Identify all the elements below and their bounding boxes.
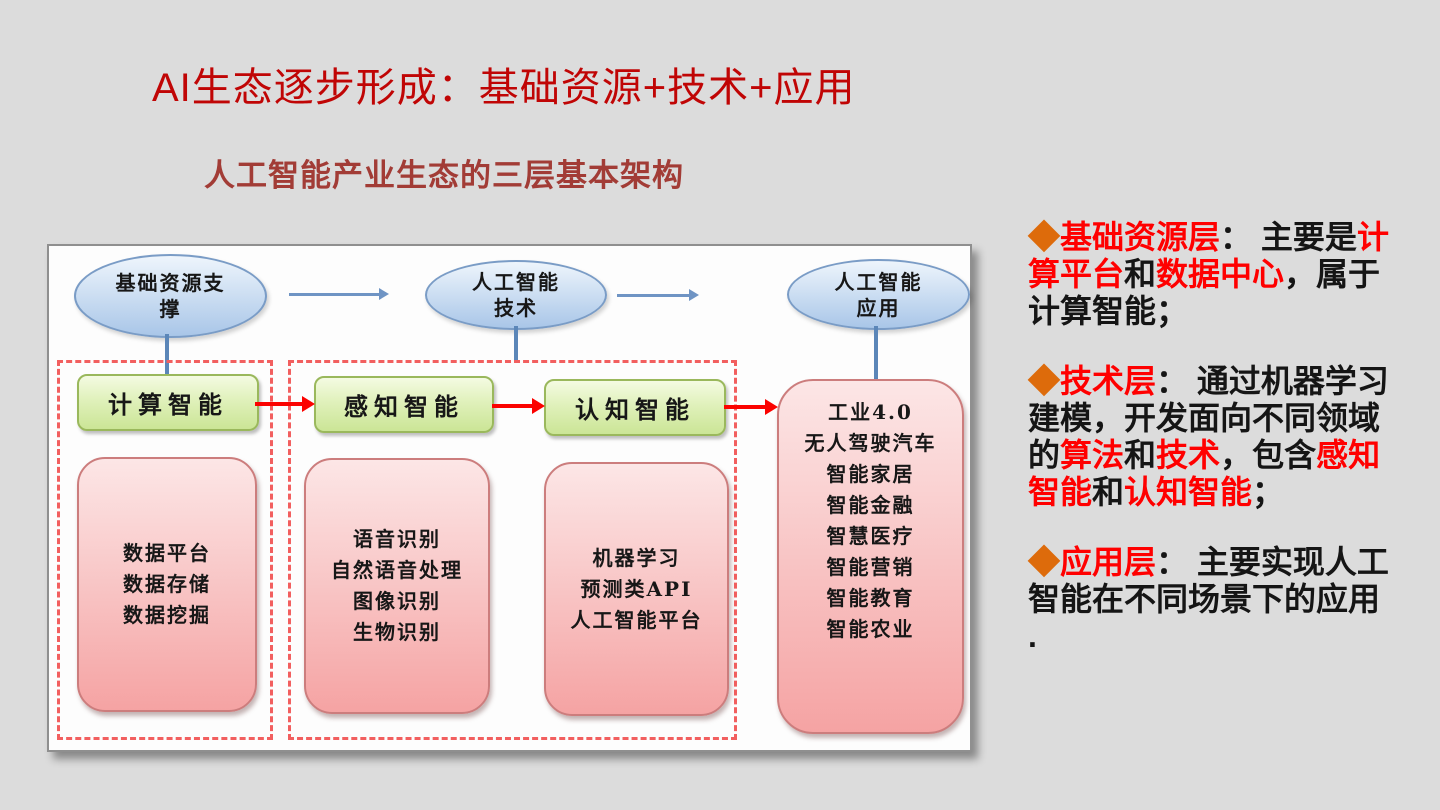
arrow-head: [532, 398, 545, 414]
red-arrow-computational-to-perceptual-icon: [255, 396, 315, 412]
ellipse-ai-application-label: 人工智能 应用: [834, 269, 923, 320]
architecture-diagram-panel: 基础资源支 撑 人工智能 技术 人工智能 应用 计算智能 感知智能 认知智能: [47, 244, 972, 752]
slide-subtitle: 人工智能产业生态的三层基本架构: [204, 158, 684, 193]
arrow-shaft: [492, 404, 532, 408]
ellipse-basic-resource-support: 基础资源支 撑: [74, 254, 267, 338]
bullet-technology-layer: ◆技术层： 通过机器学习建模，开发面向不同领域的算法和技术，包含感知智能和认知智…: [1028, 363, 1389, 510]
ellipse-basic-resource-support-label: 基础资源支 撑: [115, 271, 226, 321]
pink-box-cognition-technologies: 机器学习 预测类API 人工智能平台: [544, 462, 729, 716]
pink-box-application-scenarios: 工业4.0 无人驾驶汽车 智能家居 智能金融 智慧医疗 智能营销 智能教育 智能…: [777, 379, 964, 734]
red-arrow-cognitive-to-application-icon: [724, 399, 778, 415]
ellipse-ai-technology-label: 人工智能 技术: [472, 270, 560, 320]
ellipse-ai-application: 人工智能 应用: [787, 259, 970, 330]
arrow-shaft: [724, 405, 765, 409]
notes-panel: ◆基础资源层： 主要是计算平台和数据中心，属于计算智能； ◆技术层： 通过机器学…: [1028, 219, 1426, 688]
dashed-box-basic-resource-layer: [57, 360, 273, 740]
pink-box-perception-technologies: 语音识别 自然语音处理 图像识别 生物识别: [304, 458, 490, 714]
connector-application-to-layer: [874, 326, 878, 381]
dashed-box-technology-layer: [288, 360, 737, 740]
arrow-shaft: [289, 292, 379, 296]
slide-title: AI生态逐步形成：基础资源+技术+应用: [152, 66, 856, 110]
connector-resources-to-layer: [165, 334, 169, 378]
pink-box-cognition-technologies-items: 机器学习 预测类API 人工智能平台: [570, 545, 703, 632]
pink-box-application-scenarios-items: 工业4.0 无人驾驶汽车 智能家居 智能金融 智慧医疗 智能营销 智能教育 智能…: [804, 400, 937, 641]
arrow-shaft: [617, 293, 689, 297]
blue-arrow-resources-to-technology-icon: [289, 287, 389, 301]
red-arrow-perceptual-to-cognitive-icon: [492, 398, 545, 414]
arrow-head: [379, 288, 389, 300]
bullet-application-layer: ◆应用层： 主要实现人工智能在不同场景下的应用.: [1028, 544, 1389, 654]
ellipse-ai-technology: 人工智能 技术: [425, 260, 607, 330]
pink-box-data-resources: 数据平台 数据存储 数据挖掘: [77, 457, 257, 712]
green-box-cognitive-intelligence: 认知智能: [544, 379, 726, 436]
pink-box-data-resources-items: 数据平台 数据存储 数据挖掘: [123, 541, 211, 627]
green-box-computational-intelligence: 计算智能: [77, 374, 259, 431]
arrow-head: [689, 289, 699, 301]
arrow-head: [765, 399, 778, 415]
bullet-basic-resource-layer: ◆基础资源层： 主要是计算平台和数据中心，属于计算智能；: [1028, 219, 1389, 329]
connector-technology-to-layer: [514, 326, 518, 362]
green-box-perceptual-intelligence: 感知智能: [314, 376, 494, 433]
arrow-shaft: [255, 402, 302, 406]
pink-box-perception-technologies-items: 语音识别 自然语音处理 图像识别 生物识别: [331, 527, 463, 644]
arrow-head: [302, 396, 315, 412]
blue-arrow-technology-to-application-icon: [617, 288, 699, 302]
